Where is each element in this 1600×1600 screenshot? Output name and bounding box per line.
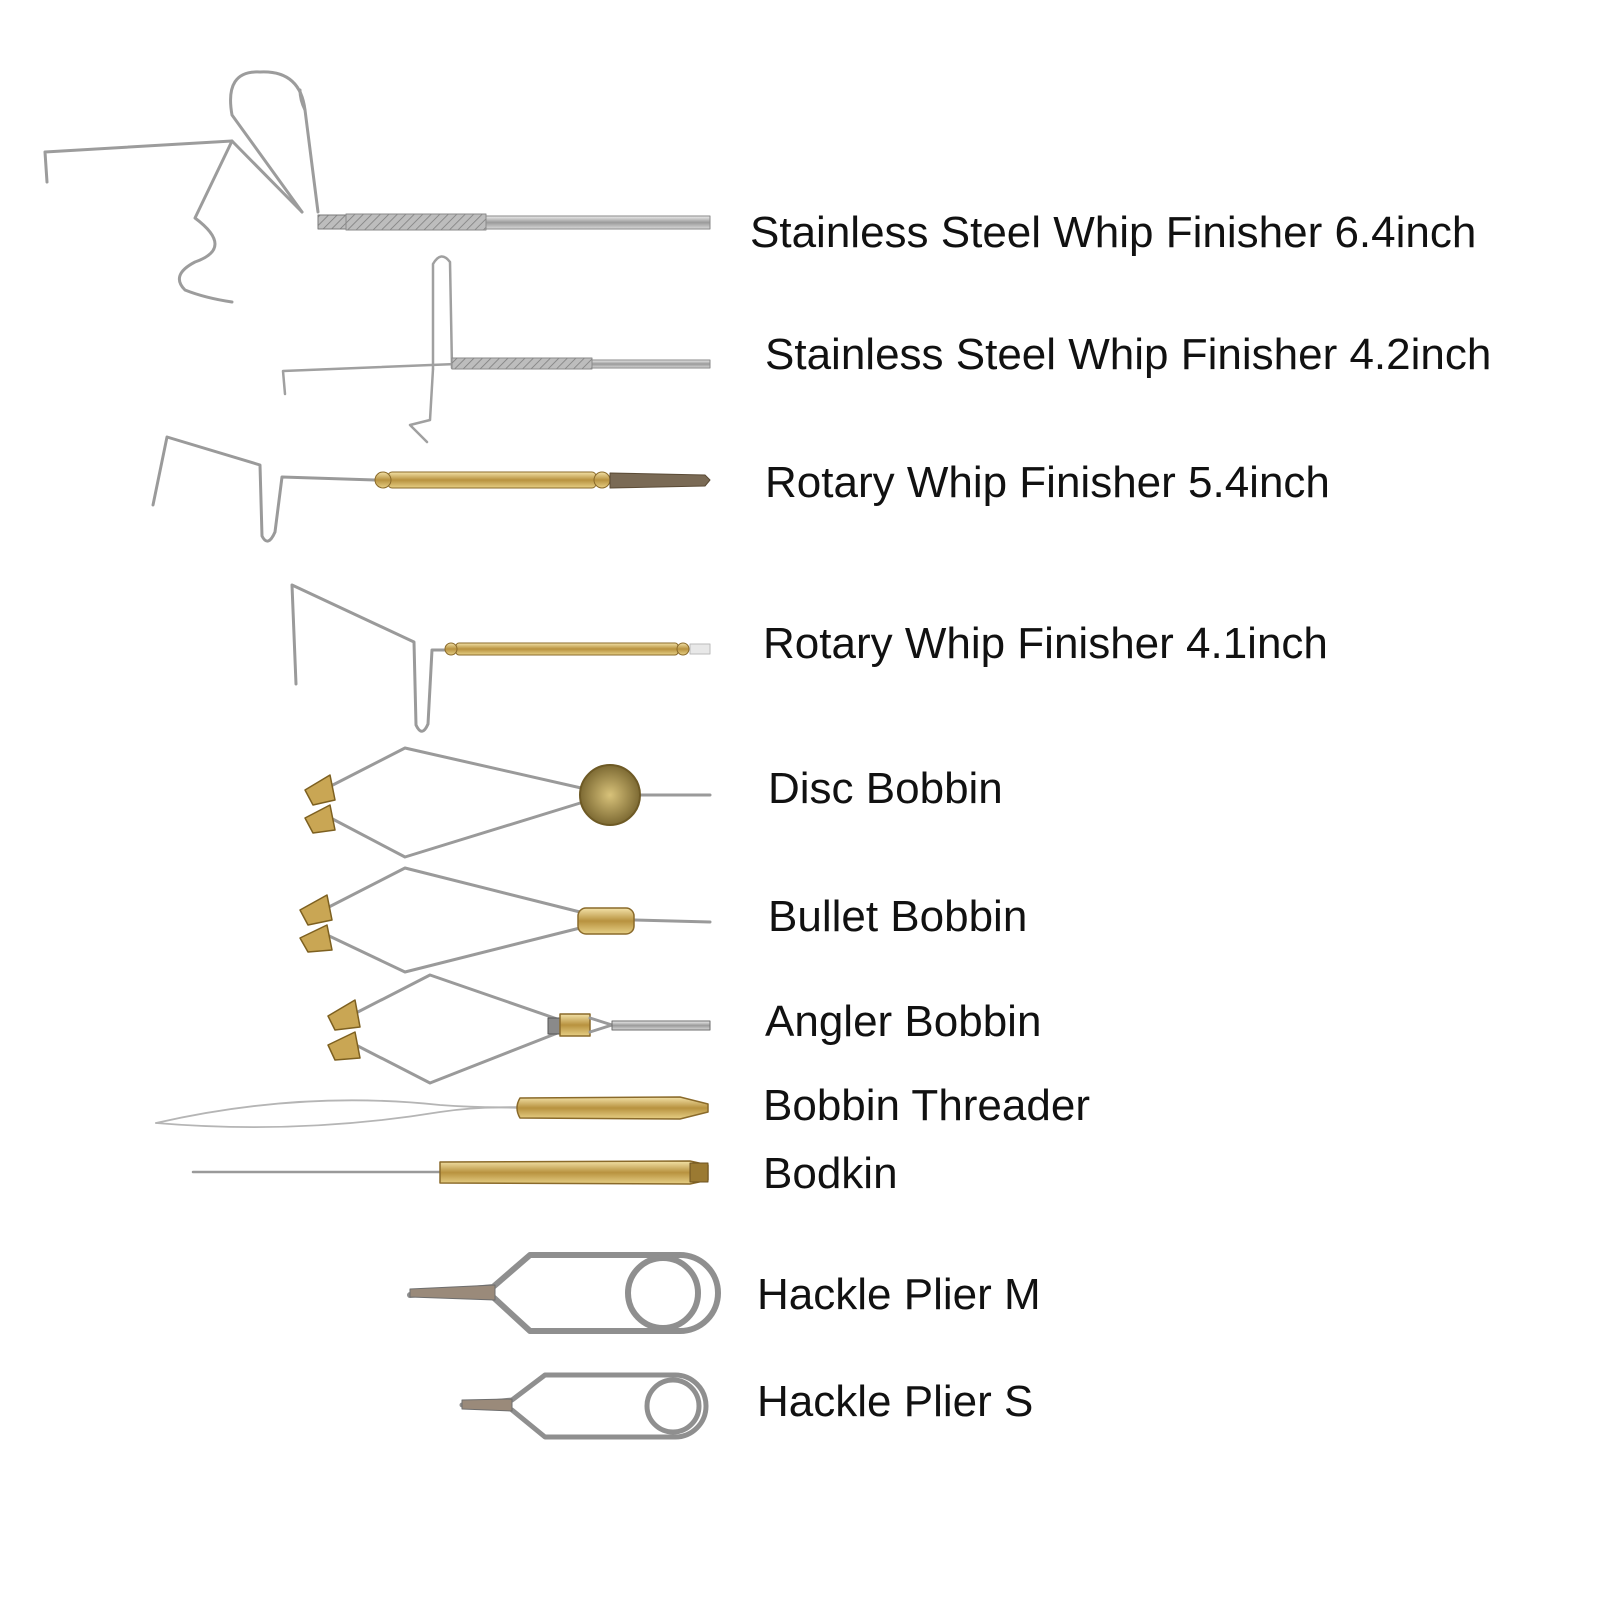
steel-whip-finisher-small-icon bbox=[281, 255, 711, 444]
angler-bobbin-icon bbox=[327, 973, 711, 1085]
item-label-bodkin: Bodkin bbox=[763, 1149, 898, 1198]
item-label-rotary-whip-finisher-5-4: Rotary Whip Finisher 5.4inch bbox=[765, 458, 1330, 507]
item-label-bullet-bobbin: Bullet Bobbin bbox=[768, 892, 1028, 941]
bodkin-icon bbox=[191, 1160, 709, 1185]
disc-bobbin-icon bbox=[304, 746, 712, 859]
steel-whip-finisher-icon bbox=[43, 70, 711, 304]
rotary-whip-finisher-small-icon bbox=[290, 583, 711, 733]
bullet-bobbin-icon bbox=[299, 866, 712, 974]
item-label-bobbin-threader: Bobbin Threader bbox=[763, 1081, 1090, 1130]
item-label-hackle-plier-s: Hackle Plier S bbox=[757, 1377, 1034, 1426]
item-label-hackle-plier-m: Hackle Plier M bbox=[757, 1270, 1041, 1319]
hackle-plier-m-icon bbox=[407, 1252, 721, 1334]
hackle-plier-s-icon bbox=[459, 1372, 709, 1440]
rotary-whip-finisher-icon bbox=[151, 435, 711, 543]
item-label-steel-whip-finisher-6-4: Stainless Steel Whip Finisher 6.4inch bbox=[750, 208, 1477, 257]
item-label-rotary-whip-finisher-4-1: Rotary Whip Finisher 4.1inch bbox=[763, 619, 1328, 668]
item-label-disc-bobbin: Disc Bobbin bbox=[768, 764, 1003, 813]
item-label-angler-bobbin: Angler Bobbin bbox=[765, 997, 1042, 1046]
bobbin-threader-icon bbox=[155, 1096, 709, 1129]
item-label-steel-whip-finisher-4-2: Stainless Steel Whip Finisher 4.2inch bbox=[765, 330, 1492, 379]
